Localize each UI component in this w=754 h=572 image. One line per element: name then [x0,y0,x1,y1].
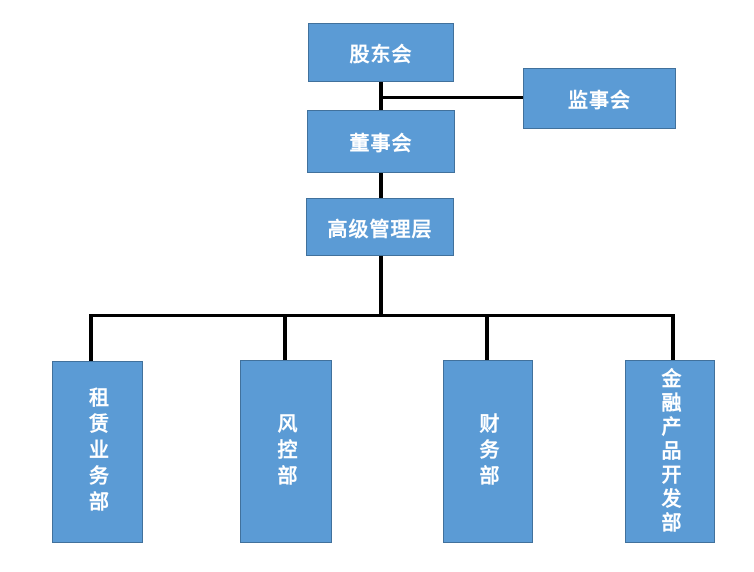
node-leasing-business-dept: 租赁业务部 [52,361,143,543]
node-finance-dept-label: 财务部 [476,412,500,491]
node-supervisory-board-label: 监事会 [568,88,631,112]
connector-departments-rail [89,314,675,317]
connector-drop-product-dev-dept [671,314,675,361]
node-financial-product-dev-dept: 金融产品开发部 [625,360,715,543]
node-leasing-business-dept-label: 租赁业务部 [85,387,110,517]
connector-directors-senior-management [379,173,383,198]
connector-drop-leasing-dept [89,314,93,362]
node-senior-management-label: 高级管理层 [327,216,433,241]
node-supervisory-board: 监事会 [523,68,676,129]
connector-senior-management-rail [379,256,383,316]
connector-drop-finance-dept [485,314,489,361]
connector-drop-risk-dept [283,314,287,361]
node-shareholders-meeting: 股东会 [308,23,454,82]
node-senior-management: 高级管理层 [306,198,454,256]
node-finance-dept: 财务部 [443,360,533,543]
node-risk-control-dept-label: 风控部 [274,412,298,491]
connector-branch-supervisors [381,96,523,99]
node-risk-control-dept: 风控部 [240,360,332,543]
node-board-of-directors-label: 董事会 [349,131,413,155]
node-financial-product-dev-dept-label: 金融产品开发部 [658,367,682,536]
node-shareholders-meeting-label: 股东会 [349,42,413,66]
node-board-of-directors: 董事会 [307,110,455,173]
